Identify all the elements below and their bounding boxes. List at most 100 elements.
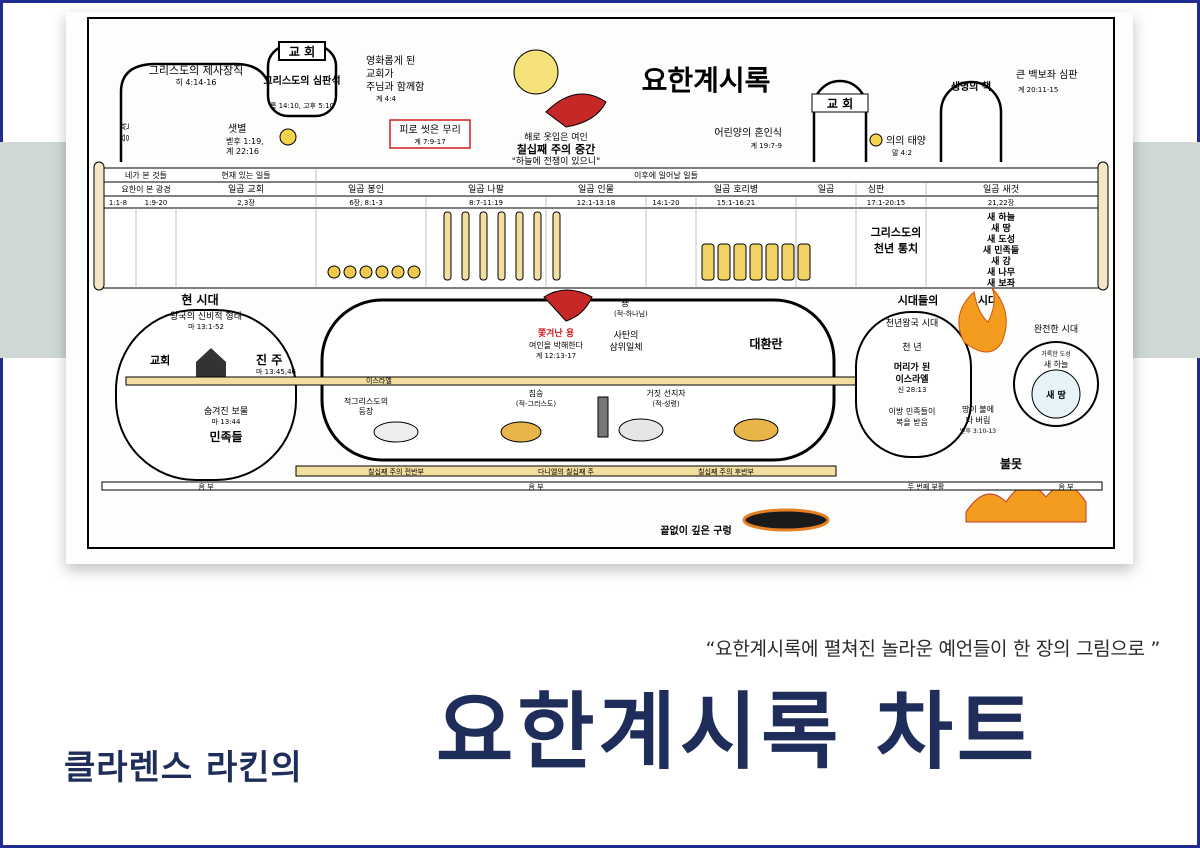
sun-righteousness-label: 의의 태양 bbox=[886, 135, 926, 147]
cast-out-label: 쫓겨난 용 bbox=[538, 327, 574, 339]
sub-seven: 일곱 bbox=[818, 184, 835, 195]
morning-star-ref1: 벧후 1:19, bbox=[226, 137, 264, 146]
beast-illustrations bbox=[373, 396, 779, 443]
chart-poster: 그리스도의 제사장직 히 4:14-16 승 천 교 회 그리스도의 심판석 롬… bbox=[66, 12, 1133, 564]
sub-new-things: 일곱 새것 bbox=[983, 184, 1019, 195]
lake-of-fire-label: 불못 bbox=[1000, 457, 1022, 471]
fire-icon bbox=[958, 287, 1007, 353]
sub-judgment: 심판 bbox=[868, 184, 885, 195]
sun-righteousness-icon bbox=[869, 133, 883, 147]
new-thing-6: 새 나무 bbox=[987, 266, 1015, 278]
israel-line bbox=[125, 376, 907, 386]
blood-washed-box bbox=[389, 119, 471, 149]
scroll-column-dividers bbox=[135, 168, 927, 288]
new-jerusalem-line2: 새 하늘 bbox=[1044, 359, 1069, 369]
false-prophet-ref: (적-성령) bbox=[652, 399, 680, 408]
new-thing-4: 새 민족들 bbox=[983, 244, 1019, 256]
dragon-ref: (적-하나님) bbox=[614, 309, 648, 318]
blood-washed-ref: 계 7:9-17 bbox=[414, 137, 445, 146]
chart-main-title: 요한계시록 bbox=[642, 64, 771, 97]
ref-7: 14:1-20 bbox=[652, 199, 679, 207]
nations-blessed-line2: 복을 받음 bbox=[896, 417, 928, 427]
cast-out-line2: 여인을 박해한다 bbox=[529, 340, 584, 350]
scroll-roll-left bbox=[93, 161, 105, 291]
church-top-label: 교 회 bbox=[289, 44, 315, 59]
church-mid-label: 교회 bbox=[150, 353, 170, 367]
hades-3: 음 부 bbox=[1058, 483, 1074, 491]
nations-label: 민족들 bbox=[209, 429, 242, 444]
ref-6: 12:1-13:18 bbox=[577, 199, 615, 207]
church-building-icon bbox=[196, 348, 226, 382]
glorified-line3: 주님과 함께함 bbox=[366, 81, 424, 93]
present-age-loop bbox=[115, 309, 297, 481]
blood-washed-label: 피로 씻은 무리 bbox=[399, 124, 461, 136]
priesthood-ref: 히 4:14-16 bbox=[176, 77, 217, 87]
israel-head-line2: 이스라엘 bbox=[895, 373, 928, 385]
bottomless-pit-label: 끝없이 깊은 구렁 bbox=[660, 524, 731, 537]
kingdom-mystery-ref: 마 13:1-52 bbox=[188, 322, 224, 331]
glorified-line2: 교회가 bbox=[366, 68, 394, 80]
sub-churches: 일곱 교회 bbox=[228, 184, 264, 195]
lamb-marriage-ref: 계 19:7-9 bbox=[751, 141, 782, 150]
ref-1: 1:1-8 bbox=[109, 199, 127, 207]
church-right-arch bbox=[812, 79, 868, 162]
sub-vision: 요한이 본 광경 bbox=[121, 184, 170, 194]
cast-out-ref: 계 12:13-17 bbox=[536, 351, 576, 360]
treasure-label: 숨겨진 보물 bbox=[204, 406, 248, 417]
bottom-bar-3: 칠십째 주의 후반부 bbox=[698, 467, 755, 476]
new-earth-label: 새 땅 bbox=[1046, 389, 1066, 401]
millennial-age-loop bbox=[855, 311, 972, 458]
ref-4: 6장, 8:1-3 bbox=[349, 198, 383, 207]
ref-10: 21,22장 bbox=[988, 198, 1015, 207]
dragon-mid-icon bbox=[543, 289, 593, 322]
israel-label: 이스라엘 bbox=[366, 376, 392, 385]
bottomless-pit-icon bbox=[742, 508, 830, 532]
sub-persons: 일곱 인물 bbox=[578, 184, 614, 195]
sub-seals: 일곱 봉인 bbox=[348, 184, 384, 195]
new-thing-7: 새 보좌 bbox=[987, 277, 1016, 289]
bottom-bar-2: 다니엘의 칠십째 주 bbox=[538, 467, 595, 476]
sub-vials: 일곱 호리병 bbox=[714, 184, 758, 195]
beast-label: 짐승 bbox=[529, 388, 544, 398]
treasure-ref: 마 13:44 bbox=[212, 417, 241, 426]
woman-line1: 해로 옷입은 여인 bbox=[524, 131, 588, 143]
trumpet-icons bbox=[443, 211, 561, 281]
revelation-chart-illustration: 그리스도의 제사장직 히 4:14-16 승 천 교 회 그리스도의 심판석 롬… bbox=[87, 17, 1115, 549]
tagline-quote: “요한계시록에 펼쳐진 놀라운 예언들이 한 장의 그림으로 ” bbox=[705, 638, 1161, 660]
hades-1: 음 부 bbox=[198, 483, 214, 491]
new-things-list: 새 하늘 새 땅 새 도성 새 민족들 새 강 새 나무 새 보좌 bbox=[983, 211, 1019, 289]
trinity-line2: 삼위일체 bbox=[609, 342, 642, 353]
vial-icons bbox=[701, 243, 811, 281]
beast-ref: (적-그리스도) bbox=[516, 399, 556, 408]
millennium-line2: 천년 통치 bbox=[874, 241, 918, 255]
ref-5: 8:7-11:19 bbox=[469, 199, 503, 207]
judgment-seat-ref: 롬 14:10, 고후 5:10 bbox=[270, 102, 334, 110]
glorified-line1: 영화롭게 된 bbox=[366, 55, 415, 67]
woman-line3: "하늘에 전쟁이 있으니" bbox=[512, 155, 601, 167]
sun-righteousness-ref: 말 4:2 bbox=[892, 149, 912, 157]
bottom-bar-1: 칠십째 주의 전반부 bbox=[368, 467, 425, 476]
sun-woman-icon bbox=[513, 49, 559, 95]
hades-2: 음 부 bbox=[528, 483, 544, 491]
new-thing-5: 새 강 bbox=[991, 255, 1011, 267]
chart-border bbox=[87, 17, 1115, 549]
millennial-age-label: 천년왕국 시대 bbox=[886, 318, 939, 329]
lamb-marriage-label: 어린양의 혼인식 bbox=[714, 126, 782, 139]
judgment-seat-label: 그리스도의 심판석 bbox=[263, 74, 340, 87]
ascension-label: 승 천 bbox=[120, 123, 131, 142]
false-prophet-label: 거짓 선지자 bbox=[646, 388, 686, 398]
church-right-box bbox=[811, 93, 869, 113]
earth-burned-line2: 타 버림 bbox=[966, 415, 991, 425]
great-white-label: 큰 백보좌 심판 bbox=[1016, 69, 1078, 81]
great-white-ref: 계 20:11-15 bbox=[1018, 85, 1058, 94]
israel-head-ref: 신 28:13 bbox=[898, 385, 927, 394]
israel-head-line1: 머리가 된 bbox=[894, 361, 930, 373]
book-of-life-arch bbox=[939, 80, 1003, 162]
daniel-week-bar bbox=[295, 465, 837, 477]
dragon-top-icon bbox=[545, 93, 607, 128]
book-of-life-label: 생명의 책 bbox=[951, 80, 991, 93]
hades-bar bbox=[101, 481, 1103, 491]
scroll-body bbox=[101, 207, 1103, 289]
perfect-age-label: 완전한 시대 bbox=[1034, 324, 1078, 335]
header-hereafter: 이후에 일어날 일들 bbox=[634, 170, 698, 180]
